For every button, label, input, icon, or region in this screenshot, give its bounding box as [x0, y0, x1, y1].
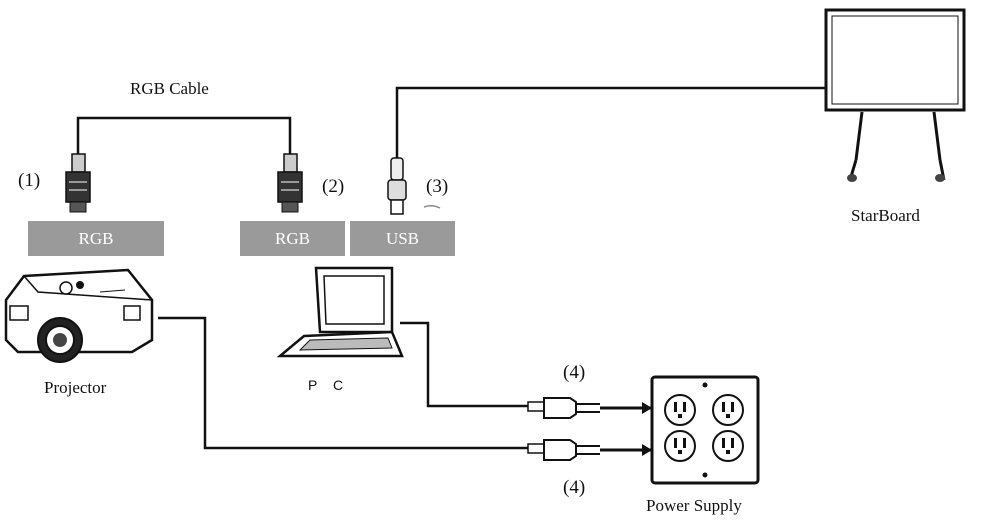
pc-rgb-port: RGB	[240, 221, 345, 256]
power-supply-label: Power Supply	[646, 496, 742, 515]
power-plug-top	[527, 397, 652, 419]
pc-power-cable	[400, 321, 528, 408]
number-4-bottom-label: (4)	[563, 477, 586, 498]
rgb-cable	[76, 116, 292, 158]
number-1-label: (1)	[18, 170, 41, 191]
number-2-label: (2)	[322, 176, 345, 197]
pc-usb-port: USB	[350, 221, 455, 256]
projector-rgb-port: RGB	[28, 221, 164, 256]
starboard-label: StarBoard	[851, 206, 920, 225]
usb-cable	[395, 86, 832, 160]
projector-label: Projector	[44, 378, 107, 397]
power-outlet-icon	[650, 375, 760, 485]
pc-laptop-icon	[276, 266, 404, 358]
pc-label: P C	[308, 377, 350, 393]
number-3-label: (3)	[426, 176, 449, 197]
power-plug-bottom	[527, 439, 652, 461]
rgb-cable-label: RGB Cable	[130, 79, 209, 98]
usb-connector	[387, 157, 441, 215]
rgb-connector-pc	[277, 153, 303, 213]
starboard-icon	[824, 8, 966, 182]
projector-icon	[4, 268, 154, 363]
projector-power-cable	[158, 316, 528, 450]
rgb-connector-projector	[65, 153, 91, 213]
number-4-top-label: (4)	[563, 362, 586, 383]
